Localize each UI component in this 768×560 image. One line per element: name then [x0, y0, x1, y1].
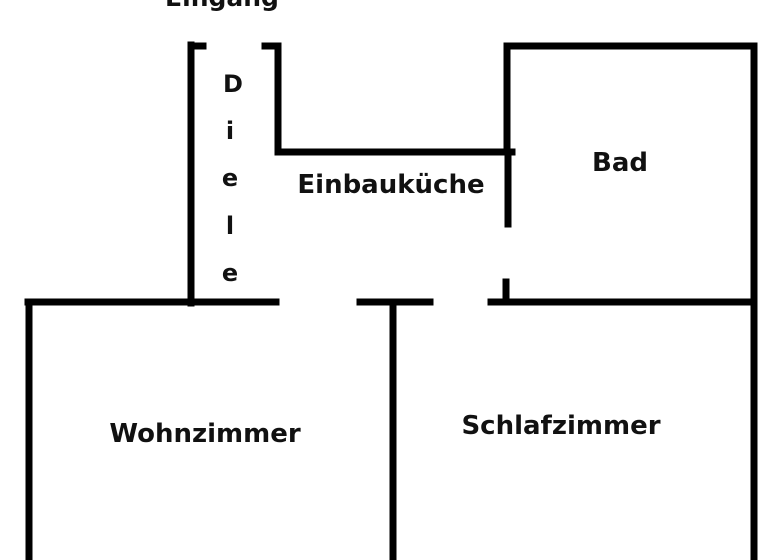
living-room-label: Wohnzimmer — [109, 419, 300, 449]
hallway-letter-3: e — [222, 164, 238, 192]
hallway-letter-1: D — [223, 70, 243, 98]
entrance-label: Eingang — [165, 0, 279, 12]
hallway-letter-5: e — [222, 259, 238, 287]
hallway-letter-4: l — [226, 212, 234, 240]
hallway-label: D i e l e — [222, 70, 243, 287]
bedroom-label: Schlafzimmer — [461, 411, 660, 441]
hallway-letter-2: i — [226, 117, 234, 145]
bathroom-label: Bad — [592, 148, 648, 178]
walls — [24, 41, 758, 560]
kitchen-label: Einbauküche — [297, 170, 484, 200]
